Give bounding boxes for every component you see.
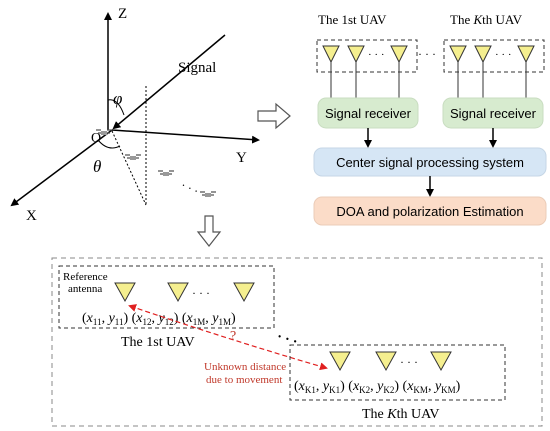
antenna-icon (390, 45, 408, 98)
uav-k-antennas: · · · (449, 45, 535, 98)
z-axis-label: Z (118, 6, 127, 22)
uav-k-coordinates: (xK1, yK1) (xK2, yK2) (xKM, yKM) (294, 379, 461, 395)
uav-position-panel: Reference antenna · · · (x11, y11) (x12,… (51, 257, 543, 427)
processing-flow: The 1st UAV The Kth UAV · · · · · · (313, 12, 547, 226)
y-axis (111, 129, 260, 144)
antenna-icon (233, 282, 255, 303)
x-axis-label: X (26, 208, 37, 224)
uav-1-coordinates: (x11, y11) (x12, y12) (x1M, y1M) (82, 311, 236, 327)
antenna-icon (167, 282, 189, 303)
projection-ground (111, 130, 147, 206)
uav-1-title: The 1st UAV (318, 12, 387, 27)
signal-receiver-2-label: Signal receiver (450, 106, 537, 121)
svg-text:· · ·: · · · (368, 49, 385, 61)
unknown-distance-label-2: due to movement (206, 374, 282, 386)
uav-k-antenna-frame (289, 344, 506, 401)
question-mark: ? (230, 329, 236, 344)
uav-1-antenna-group (316, 39, 418, 73)
hollow-arrow-down-icon (196, 215, 222, 247)
origin-label: O (91, 131, 101, 146)
uav-drone-icon (125, 154, 141, 160)
uav-drone-icon (158, 170, 174, 176)
uav-1-antennas: · · · (322, 45, 408, 98)
reference-antenna-label-1: Reference (63, 271, 108, 283)
antenna-icon (114, 282, 136, 303)
antenna-icon (449, 45, 467, 98)
uav-group-ellipsis-diagonal: · · · (275, 330, 300, 351)
uav-k-antenna-group (443, 39, 545, 73)
antenna-icon (474, 45, 492, 98)
antenna-icon (322, 45, 340, 98)
uav-group-ellipsis: · · · (418, 47, 436, 61)
bottom-outer-frame (51, 257, 543, 427)
hollow-arrow-right-icon (257, 102, 291, 130)
svg-text:· · ·: · · · (495, 49, 512, 61)
antenna-icon (347, 45, 365, 98)
uav-k-bottom-label: The Kth UAV (362, 407, 440, 422)
y-axis-label: Y (236, 150, 247, 166)
unknown-distance-arrow (128, 304, 328, 371)
antenna-icon (375, 351, 397, 372)
uav-1-antenna-frame (58, 265, 275, 329)
signal-ray (112, 34, 226, 130)
center-processing-label: Center signal processing system (336, 155, 524, 170)
svg-text:· · ·: · · · (400, 355, 418, 369)
svg-text:· · ·: · · · (192, 286, 210, 300)
reference-antenna-label-2: antenna (68, 283, 102, 295)
phi-label: φ (113, 89, 122, 108)
uav-k-title: The Kth UAV (450, 12, 523, 27)
unknown-distance-label-1: Unknown distance (204, 361, 286, 373)
coordinate-system: Z Y X O Signal φ θ · · · (10, 6, 260, 224)
uav-1-bottom-label: The 1st UAV (121, 335, 195, 350)
antenna-icon (430, 351, 452, 372)
phi-arc (107, 99, 125, 116)
x-axis (10, 129, 113, 207)
doa-estimation-box (313, 196, 547, 226)
signal-label: Signal (178, 60, 216, 76)
uav-1-bottom-antennas: · · · (114, 282, 255, 303)
uav-drone-icon (200, 191, 216, 197)
antenna-icon (517, 45, 535, 98)
uav-k-bottom-antennas: · · · (329, 351, 452, 372)
drone-ellipsis: · · · (179, 178, 201, 198)
doa-estimation-label: DOA and polarization Estimation (336, 204, 523, 219)
signal-receiver-1-label: Signal receiver (325, 106, 412, 121)
theta-label: θ (93, 157, 101, 176)
antenna-icon (329, 351, 351, 372)
uav-drone-icon (96, 129, 112, 135)
theta-arc (97, 139, 121, 149)
